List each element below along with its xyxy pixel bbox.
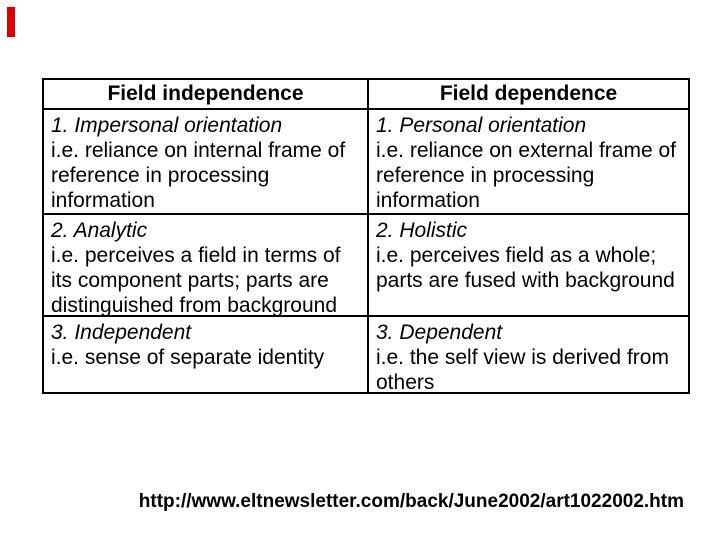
cell-body: i.e. sense of separate identity <box>51 346 325 369</box>
cell-body: i.e. perceives a field in terms of its c… <box>51 244 341 315</box>
cell-lead: 2. Holistic <box>376 219 468 242</box>
table-cell-dependence-2: 2. Holistic i.e. perceives field as a wh… <box>367 213 688 315</box>
comparison-table: Field independence Field dependence 1. I… <box>42 78 690 394</box>
table-cell-independence-1: 1. Impersonal orientation i.e. reliance … <box>44 108 367 213</box>
table-header-field-dependence: Field dependence <box>367 80 688 108</box>
table-header-field-independence: Field independence <box>107 82 304 105</box>
cell-lead: 2. Analytic <box>51 219 148 242</box>
cell-lead: 3. Dependent <box>376 321 503 344</box>
cell-body: i.e. perceives field as a whole; parts a… <box>376 244 675 292</box>
table-cell-dependence-3: 3. Dependent i.e. the self view is deriv… <box>367 315 688 392</box>
source-url: http://www.eltnewsletter.com/back/June20… <box>138 491 684 512</box>
cell-lead: 3. Independent <box>51 321 192 344</box>
table-cell-independence-3: 3. Independent i.e. sense of separate id… <box>44 315 367 392</box>
cell-body: i.e. reliance on external frame of refer… <box>376 139 676 212</box>
cell-body: i.e. reliance on internal frame of refer… <box>51 139 346 212</box>
accent-marker <box>7 7 15 37</box>
table-cell-dependence-1: 1. Personal orientation i.e. reliance on… <box>367 108 688 213</box>
cell-lead: 1. Impersonal orientation <box>51 114 283 137</box>
cell-lead: 1. Personal orientation <box>376 114 587 137</box>
table-cell-independence-2: 2. Analytic i.e. perceives a field in te… <box>44 213 367 315</box>
cell-body: i.e. the self view is derived from other… <box>376 346 669 392</box>
